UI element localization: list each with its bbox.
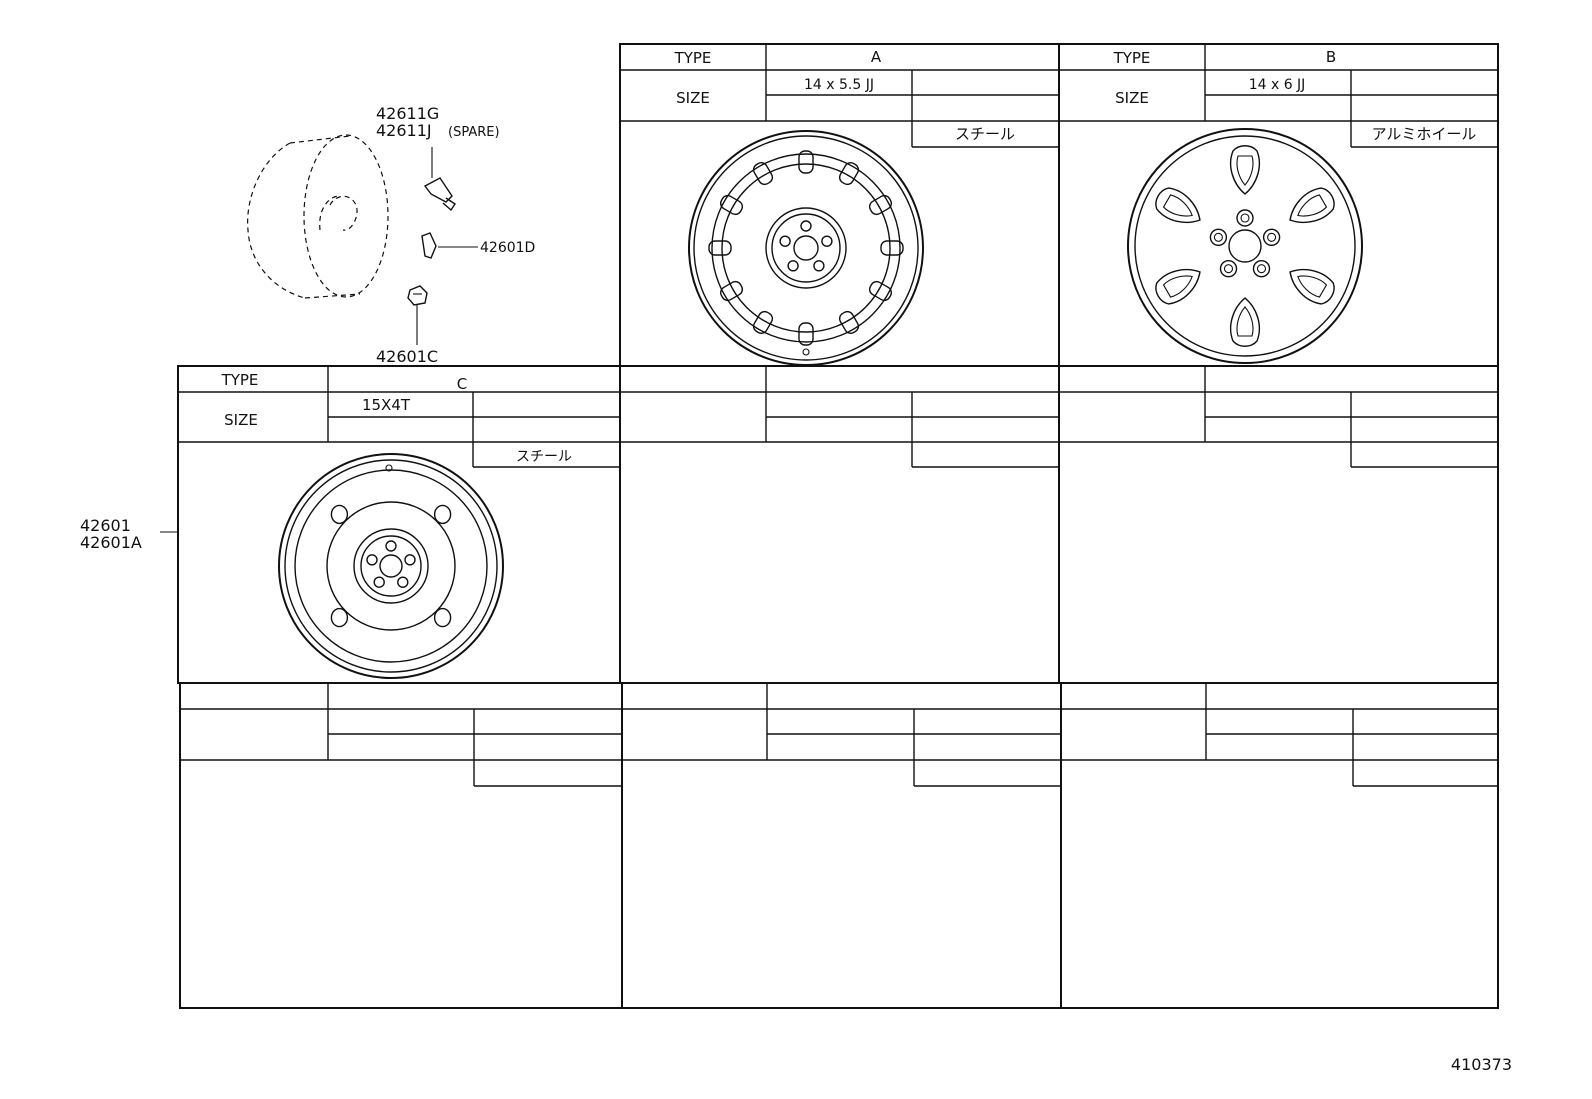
panel-a-size-value: 14 x 5.5 JJ (804, 77, 874, 93)
wheel-a-vent-slot (838, 161, 860, 186)
wheel-a-lug-hole (800, 220, 812, 232)
wheel-b-lug-boss (1236, 209, 1254, 227)
wheel-b-spoke-opening (1155, 268, 1201, 305)
panel-b-size-value: 14 x 6 JJ (1249, 77, 1306, 93)
wheel-b-lug-boss (1219, 260, 1238, 278)
empty-header-bottom-2 (622, 683, 1061, 787)
empty-header-mid-1 (620, 366, 1059, 468)
empty-header-bottom-3 (1061, 683, 1498, 787)
wheel-b-lug-hole (1267, 232, 1277, 242)
parts-grid (177, 43, 1499, 1009)
panel-a-type-label: TYPE (674, 49, 712, 67)
wheel-b-spoke-inner (1297, 275, 1328, 298)
wheel-c-lug-hole (404, 554, 416, 566)
wheel-a-vent-slot (752, 310, 774, 335)
wheel-b-spoke-inner (1236, 306, 1254, 337)
wheel-a-vent-slot (798, 322, 814, 346)
wheel-a-vent-slot (719, 194, 744, 216)
wheel-b-lug-boss (1209, 228, 1228, 246)
wheel-b-spoke-opening (1289, 187, 1335, 224)
part-number-valve-stem: 42611G (376, 104, 439, 123)
panel-a-header (620, 44, 1059, 148)
panel-c-type-label: TYPE (221, 371, 259, 389)
wheel-b-spoke-opening (1289, 268, 1335, 305)
wheel-b-lug-hole (1223, 264, 1234, 274)
tire-assembly-drawing (247, 134, 389, 299)
panel-b-type-value: B (1326, 48, 1336, 66)
panel-c-size-value: 15X4T (362, 396, 411, 414)
wheel-c-lug-hole (373, 576, 385, 588)
wheel-b-spoke-opening (1229, 297, 1261, 347)
wheel-a-lug-hole (779, 235, 791, 247)
wheel-a-vent-slot (752, 161, 774, 186)
wheel-c-lug-hole (397, 576, 409, 588)
wheel-c-spare-drawing (278, 453, 504, 679)
part-number-wheel-2: 42601A (80, 533, 142, 552)
wheel-b-spoke-opening (1229, 145, 1261, 195)
wheel-a-vent-slot (880, 240, 904, 256)
wheel-c-lug-hole (366, 554, 378, 566)
panel-b-material: アルミホイール (1372, 125, 1477, 143)
wheel-a-vent-slot (838, 310, 860, 335)
panel-c-size-label: SIZE (224, 411, 258, 429)
part-number-valve-stem-spare: 42611J (376, 121, 432, 140)
wheel-b-spoke-opening (1155, 187, 1201, 224)
wheel-b-lug-boss (1252, 260, 1271, 278)
panel-a-size-label: SIZE (676, 89, 710, 107)
panel-b-size-label: SIZE (1115, 89, 1149, 107)
panel-a-material: スチール (955, 125, 1015, 143)
wheel-a-vent-slot (868, 280, 893, 302)
wheel-b-alloy-drawing (1127, 128, 1363, 364)
empty-header-bottom-1 (180, 683, 622, 787)
hub-nut-icon (407, 285, 428, 345)
empty-header-mid-2 (1059, 366, 1498, 468)
wheel-c-vent-hole (330, 607, 349, 628)
wheel-b-spoke-inner (1162, 275, 1193, 298)
panel-c-material: スチール (516, 449, 572, 465)
valve-stem-icon (423, 147, 456, 212)
part-number-wheel-1: 42601 (80, 516, 131, 535)
wheel-b-lug-hole (1213, 232, 1223, 242)
wheel-c-vent-hole (433, 504, 452, 525)
part-number-balance-weight: 42601D (480, 240, 535, 256)
wheel-b-lug-hole (1240, 213, 1250, 223)
spare-note: (SPARE) (448, 125, 500, 140)
balance-weight-icon (421, 232, 478, 259)
wheel-a-lug-hole (821, 235, 833, 247)
wheel-b-spoke-inner (1236, 155, 1254, 186)
wheel-a-vent-slot (798, 150, 814, 174)
panel-b-header (1059, 44, 1498, 148)
wheel-a-vent-slot (719, 280, 744, 302)
wheel-b-lug-hole (1256, 264, 1267, 274)
wheel-a-vent-slot (868, 194, 893, 216)
wheel-c-vent-hole (433, 607, 452, 628)
wheel-a-lug-hole (787, 260, 799, 272)
panel-a-type-value: A (871, 48, 882, 66)
wheel-a-vent-slot (708, 240, 732, 256)
wheel-b-spoke-inner (1297, 194, 1328, 217)
wheel-b-lug-boss (1262, 228, 1281, 246)
drawing-code: 410373 (1451, 1055, 1512, 1074)
panel-c-type-value: C (457, 375, 467, 393)
part-number-hub-nut: 42601C (376, 347, 438, 366)
wheel-a-steel-drawing (688, 130, 924, 366)
wheel-c-lug-hole (385, 540, 397, 552)
wheel-b-spoke-inner (1162, 194, 1193, 217)
panel-c-header (178, 366, 620, 468)
wheel-c-vent-hole (330, 504, 349, 525)
wheel-a-lug-hole (813, 260, 825, 272)
panel-b-type-label: TYPE (1113, 49, 1151, 67)
